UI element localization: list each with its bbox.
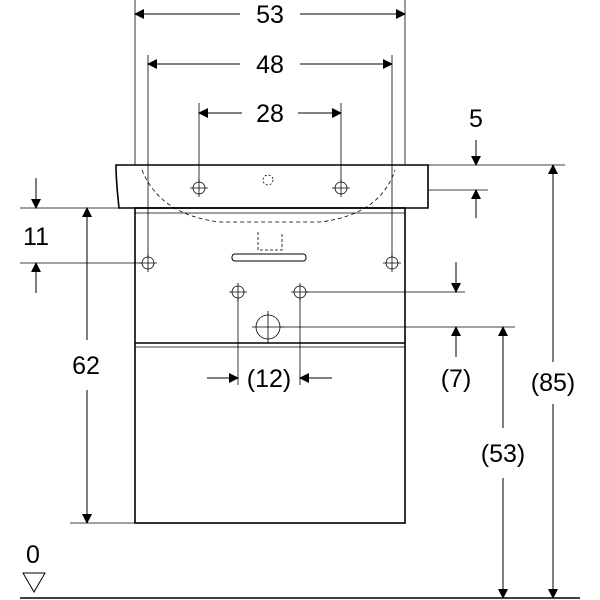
washbasin — [115, 164, 429, 223]
dimension-drain-offset: (7) — [441, 365, 472, 393]
dimension-tap-hole-spacing: 28 — [256, 100, 284, 128]
floor-level-label: 0 — [26, 541, 40, 569]
dimension-drain-height: (53) — [481, 440, 525, 468]
floor-level-symbol — [22, 572, 46, 593]
siphon-cutout — [257, 232, 283, 251]
vanity-cabinet — [134, 207, 406, 524]
drain-hole — [252, 311, 284, 343]
dimension-rim-thickness: 5 — [469, 105, 483, 133]
dimension-rim-to-mount: 11 — [23, 223, 49, 251]
dimension-overall-width: 53 — [256, 1, 284, 29]
dimension-drain-spacing: (12) — [247, 365, 291, 393]
dimension-cabinet-height: 62 — [72, 352, 100, 380]
drawer-handle — [231, 253, 307, 262]
dimension-total-height: (85) — [531, 369, 575, 397]
dimension-mount-hole-spacing: 48 — [256, 51, 284, 79]
